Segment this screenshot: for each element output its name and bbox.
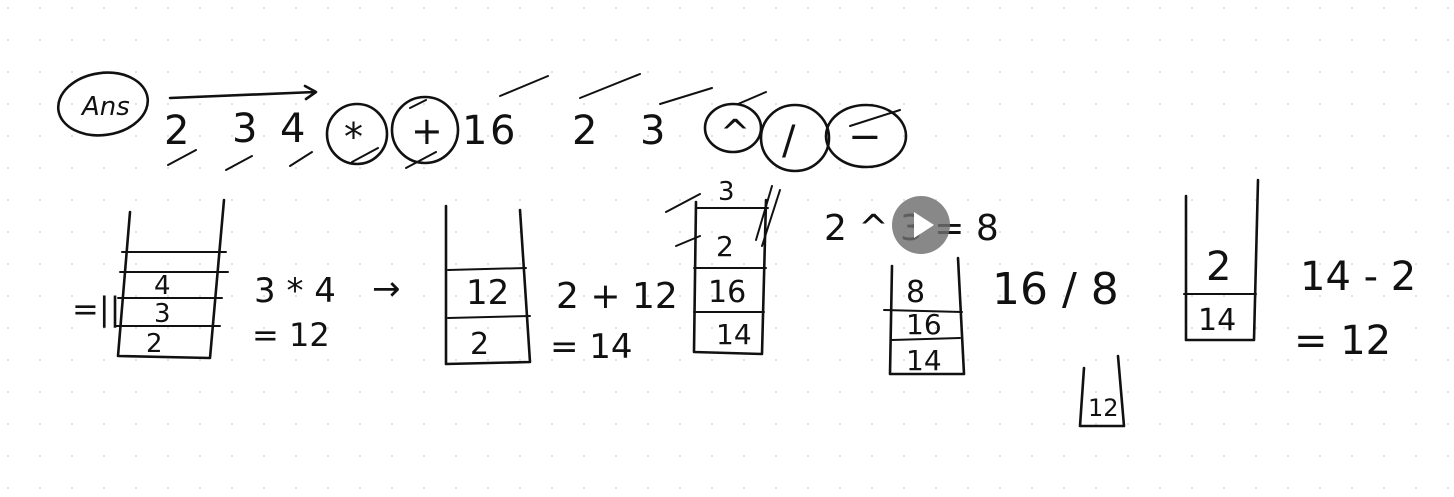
checkmarks-above — [409, 73, 901, 127]
stack-5: 2 14 14 - 2 = 12 — [1183, 178, 1416, 364]
stack-1-item-2: 2 — [146, 329, 163, 359]
token-8: 3 — [640, 108, 665, 154]
stack-3-item-2: 16 — [708, 275, 746, 310]
step4-small-box — [1078, 354, 1126, 428]
stack-1-item-1: 3 — [154, 299, 171, 329]
stack-5-item-1: 14 — [1198, 303, 1236, 338]
token-5: 1 — [462, 108, 487, 154]
operator-circle-pow — [703, 102, 763, 154]
postfix-expression: 2 3 4 * + 1 6 2 3 ^ / − — [164, 73, 908, 173]
stack-5-outline — [1184, 178, 1260, 342]
token-3: * — [344, 115, 363, 159]
stack-3-outline — [692, 198, 768, 356]
stack-4-item-1: 16 — [906, 308, 942, 341]
stack-3-strikes — [665, 185, 781, 247]
stack-4-item-0: 8 — [906, 275, 925, 310]
stack-1-dividers — [115, 251, 229, 327]
stack-3-dividers — [693, 207, 769, 313]
stack-2-item-0: 12 — [466, 273, 509, 313]
stack-2-dividers — [447, 267, 531, 319]
operator-circle-mul — [325, 102, 389, 166]
token-2: 4 — [280, 106, 305, 152]
step5-calc-1: 14 - 2 — [1300, 254, 1416, 300]
step2-calc-2: = 14 — [550, 327, 633, 367]
operator-circle-div — [759, 103, 831, 173]
stack-3-item-0: 3 — [718, 177, 735, 207]
token-7: 2 — [572, 108, 597, 154]
step4-small-box-value: 12 — [1088, 394, 1119, 422]
token-10: / — [782, 118, 796, 164]
token-9: ^ — [720, 113, 750, 154]
operator-circle-sub — [824, 103, 908, 169]
play-button[interactable] — [892, 196, 950, 254]
ans-bubble: Ans — [56, 71, 150, 137]
stack-4: 8 16 14 16 / 8 12 — [883, 256, 1126, 428]
step5-calc-2: = 12 — [1294, 318, 1391, 364]
step2-calc-1: 2 + 12 — [556, 276, 678, 317]
token-6: 6 — [490, 108, 515, 154]
play-icon — [914, 212, 934, 238]
expression-arrow — [168, 84, 318, 101]
token-0: 2 — [164, 108, 189, 154]
stack-2-outline — [444, 204, 532, 366]
step4-calc: 16 / 8 — [992, 264, 1119, 315]
stack-3-item-3: 14 — [716, 318, 752, 351]
stack-4-outline — [888, 256, 966, 376]
checkmarks-below — [167, 147, 437, 171]
step1-arrow: → — [372, 269, 401, 309]
stack-2: 12 2 2 + 12 = 14 — [444, 204, 678, 367]
stack-5-item-0: 2 — [1206, 244, 1231, 290]
ans-label: Ans — [80, 92, 130, 122]
step1-calc-1: 3 * 4 — [254, 271, 336, 311]
token-4: + — [411, 109, 443, 153]
token-1: 3 — [232, 106, 257, 152]
operator-circle-add — [390, 95, 460, 165]
stack-4-dividers — [883, 309, 963, 341]
stack-3-item-1: 2 — [716, 230, 734, 263]
stack-2-item-1: 2 — [470, 327, 489, 362]
stack-1-item-0: 4 — [154, 271, 171, 301]
stack-4-item-2: 14 — [906, 344, 942, 377]
stack-1: =|| 4 3 2 3 * 4 = 12 → — [72, 198, 401, 360]
stack-1-outline — [116, 198, 226, 360]
stack-1-marks: =|| — [72, 290, 120, 328]
step1-calc-2: = 12 — [252, 316, 330, 354]
